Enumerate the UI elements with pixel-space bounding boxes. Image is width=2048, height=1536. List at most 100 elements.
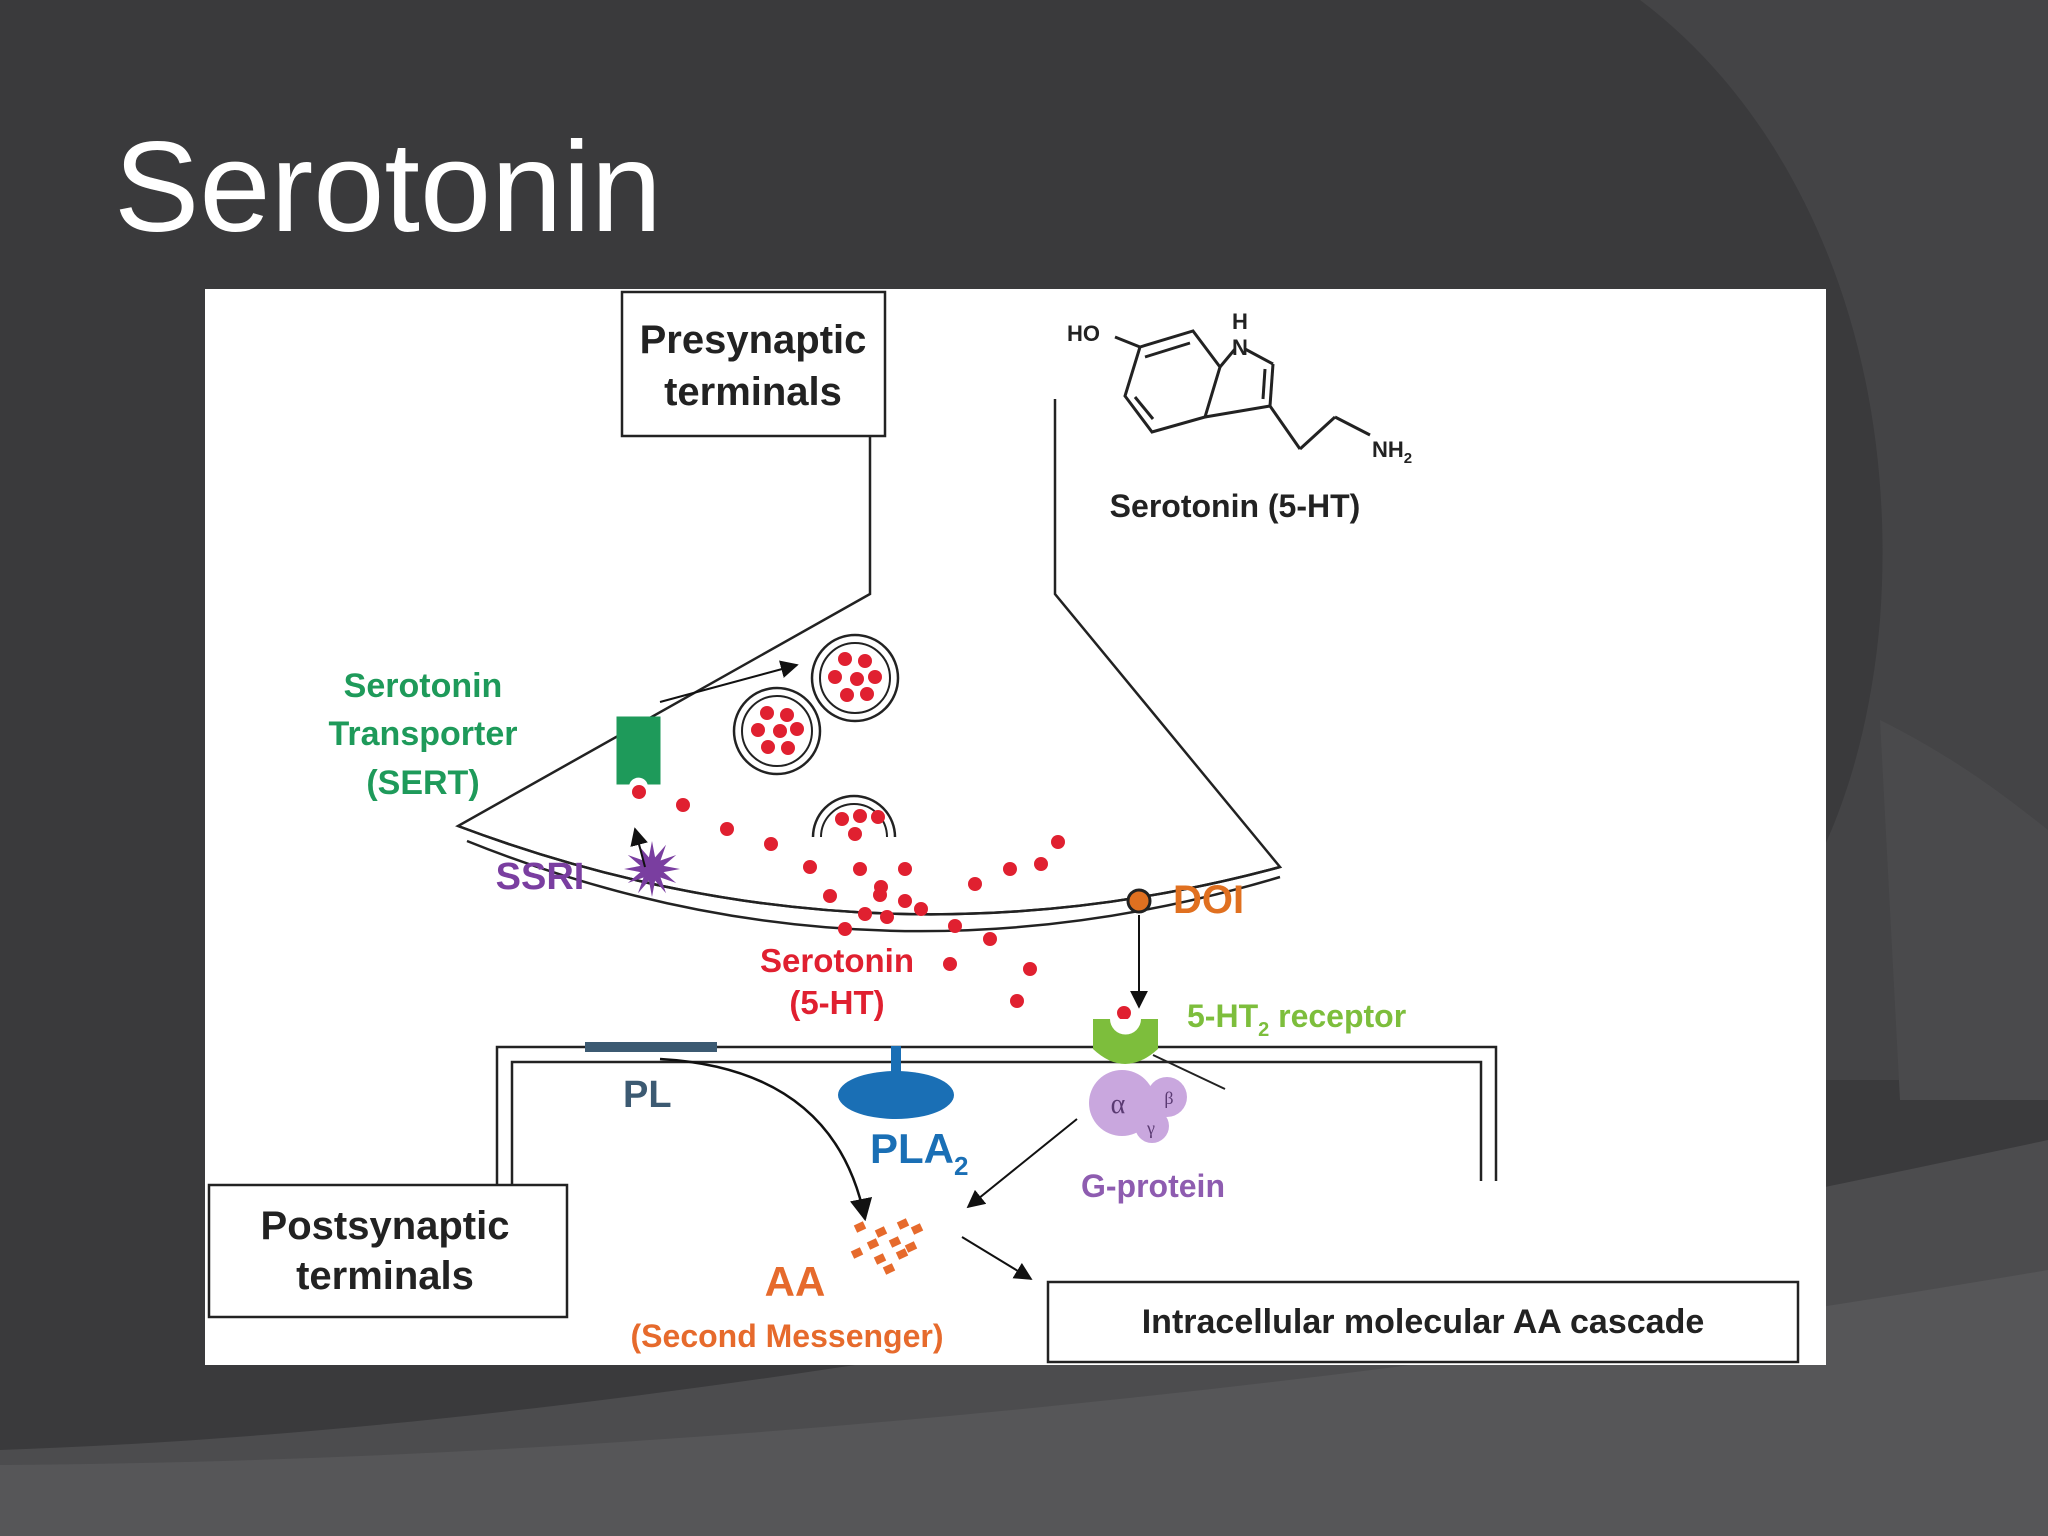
pl-phospholipid: [585, 1042, 717, 1052]
sert-transporter: [616, 716, 661, 785]
serotonin-dot: [848, 827, 862, 841]
serotonin-dot: [835, 812, 849, 826]
serotonin-dot: [943, 957, 957, 971]
aa-molecule: [910, 1223, 924, 1235]
pla2-enzyme: [838, 1071, 954, 1119]
serotonin-dot: [898, 862, 912, 876]
serotonin-dot: [720, 822, 734, 836]
serotonin-dot: [828, 670, 842, 684]
serotonin-dot: [760, 706, 774, 720]
ssri-inhibition-arrow: [630, 827, 648, 868]
serotonin-dot: [880, 910, 894, 924]
cascade-label-box: Intracellular molecular AA cascade: [1046, 1280, 1800, 1364]
serotonin-dot: [781, 741, 795, 755]
serotonin-dot: [968, 877, 982, 891]
serotonin-dot: [914, 902, 928, 916]
serotonin-dot: [790, 722, 804, 736]
pla2-label: PLA2: [870, 1125, 968, 1181]
serotonin-dot: [1010, 994, 1024, 1008]
alpha-subunit-label: α: [1111, 1089, 1126, 1120]
serotonin-dot: [840, 688, 854, 702]
serotonin-dot: [853, 862, 867, 876]
serotonin-dot: [871, 810, 885, 824]
serotonin-label-line2: (5-HT): [789, 984, 884, 1021]
serotonin-dot: [823, 889, 837, 903]
serotonin-dot: [850, 672, 864, 686]
slide-title: Serotonin: [114, 116, 662, 259]
doi-molecule: [1126, 888, 1152, 914]
gprotein-to-aa-arrow: [966, 1118, 1078, 1209]
aa-molecule: [895, 1248, 909, 1260]
molecule-nh2-label: NH2: [1372, 437, 1412, 467]
molecule-n-label: N: [1232, 335, 1248, 360]
postsynaptic-label-line2: terminals: [296, 1254, 474, 1298]
vesicle-uptake-arrow: [659, 660, 799, 703]
aa-molecule: [850, 1247, 864, 1259]
receptor-tail: [1152, 1054, 1226, 1090]
serotonin-dot: [764, 837, 778, 851]
serotonin-dot: [858, 654, 872, 668]
presynaptic-label-box: Presynaptic terminals: [620, 290, 887, 438]
serotonin-dot: [948, 919, 962, 933]
sert-label-line3: (SERT): [366, 764, 479, 802]
presynaptic-label-line2: terminals: [664, 370, 842, 414]
serotonin-dot: [1023, 962, 1037, 976]
serotonin-dot: [632, 785, 646, 799]
serotonin-molecule-structure: [1114, 329, 1371, 451]
molecule-h-label: H: [1232, 309, 1248, 334]
serotonin-dot: [1051, 835, 1065, 849]
serotonin-dot: [838, 652, 852, 666]
aa-molecule: [888, 1236, 902, 1248]
beta-subunit-label: β: [1164, 1088, 1173, 1108]
serotonin-dot: [761, 740, 775, 754]
cascade-label: Intracellular molecular AA cascade: [1142, 1303, 1705, 1341]
doi-label: DOI: [1173, 878, 1244, 922]
serotonin-dot: [898, 894, 912, 908]
receptor-binding-site: [1110, 1019, 1141, 1035]
serotonin-dot: [1117, 1006, 1131, 1020]
molecule-ho-label: HO: [1067, 321, 1100, 346]
aa-label: AA: [765, 1258, 826, 1305]
synapse-diagram: Presynaptic terminals HO H N NH2 Seroton…: [205, 289, 1826, 1365]
receptor-label: 5-HT2 receptor: [1187, 998, 1406, 1041]
aa-to-cascade-arrow: [961, 1236, 1033, 1280]
serotonin-dot: [773, 724, 787, 738]
serotonin-dot: [1003, 862, 1017, 876]
presynaptic-label-line1: Presynaptic: [640, 318, 867, 362]
gamma-subunit-label: γ: [1146, 1118, 1155, 1138]
serotonin-dot: [860, 687, 874, 701]
postsynaptic-label-box: Postsynaptic terminals: [207, 1183, 569, 1319]
serotonin-dot: [853, 809, 867, 823]
ssri-label: SSRI: [496, 856, 585, 898]
aa-molecule: [853, 1221, 867, 1233]
gprotein-label: G-protein: [1081, 1168, 1225, 1204]
serotonin-dot: [858, 907, 872, 921]
serotonin-label-line1: Serotonin: [760, 942, 914, 979]
pl-to-aa-arrow: [659, 1057, 873, 1222]
serotonin-dot: [983, 932, 997, 946]
receptor-body: [1093, 1019, 1158, 1064]
postsynaptic-membrane: [495, 1045, 1498, 1189]
serotonin-dot: [838, 922, 852, 936]
pla2-anchor: [891, 1046, 901, 1072]
aa-molecule: [882, 1263, 896, 1275]
serotonin-dot: [874, 880, 888, 894]
serotonin-molecules: [632, 652, 1131, 1020]
aa-molecule: [896, 1218, 910, 1230]
second-messenger-label: (Second Messenger): [631, 1318, 944, 1354]
molecule-caption: Serotonin (5-HT): [1110, 488, 1361, 524]
g-protein: α β γ: [1089, 1070, 1187, 1143]
postsynaptic-label-line1: Postsynaptic: [261, 1204, 510, 1248]
pl-label: PL: [623, 1074, 672, 1116]
sert-label-line2: Transporter: [329, 715, 518, 753]
serotonin-dot: [868, 670, 882, 684]
serotonin-dot: [676, 798, 690, 812]
ssri-molecule: [624, 841, 680, 897]
serotonin-dot: [780, 708, 794, 722]
sert-label-line1: Serotonin: [344, 667, 503, 705]
aa-molecule: [866, 1238, 880, 1250]
aa-molecule: [904, 1241, 918, 1253]
serotonin-dot: [1034, 857, 1048, 871]
arachidonic-acid-molecules: [850, 1218, 924, 1275]
serotonin-dot: [803, 860, 817, 874]
